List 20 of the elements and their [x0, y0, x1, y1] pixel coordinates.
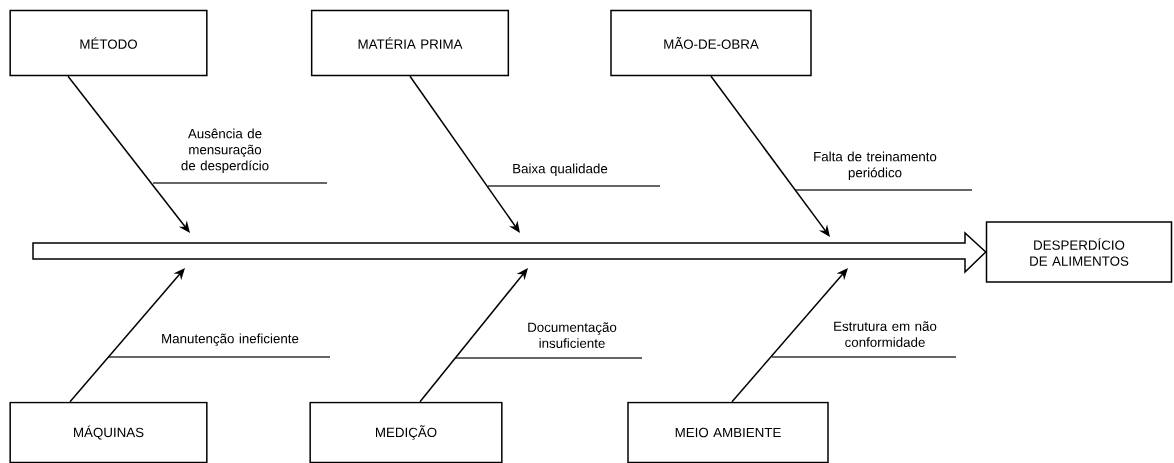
- effect-box: DESPERDÍCIO DE ALIMENTOS: [985, 221, 1173, 283]
- category-box: MEIO AMBIENTE: [627, 401, 829, 463]
- arrow: [731, 268, 848, 403]
- cause-label: Manutenção ineficiente: [162, 333, 299, 346]
- cause-label: Estrutura em não conformidade: [834, 321, 937, 347]
- category-box: MATÉRIA PRIMA: [310, 9, 510, 77]
- category-box: MÁQUINAS: [9, 401, 208, 463]
- cause-label: Falta de treinamento periódico: [814, 151, 937, 180]
- arrow: [67, 75, 190, 233]
- category-box: MÉTODO: [9, 9, 208, 77]
- arrow: [710, 75, 830, 237]
- category-box: MEDIÇÃO: [309, 401, 503, 463]
- spine-arrow: [32, 231, 987, 274]
- cause-label: Ausência de mensuração de desperdício: [181, 128, 269, 173]
- cause-label: Baixa qualidade: [513, 163, 608, 176]
- arrow: [419, 268, 528, 403]
- cause-label: Documentação insuficiente: [528, 322, 617, 348]
- arrow: [69, 268, 185, 403]
- category-box: MÃO-DE-OBRA: [610, 9, 812, 77]
- arrow: [409, 75, 520, 233]
